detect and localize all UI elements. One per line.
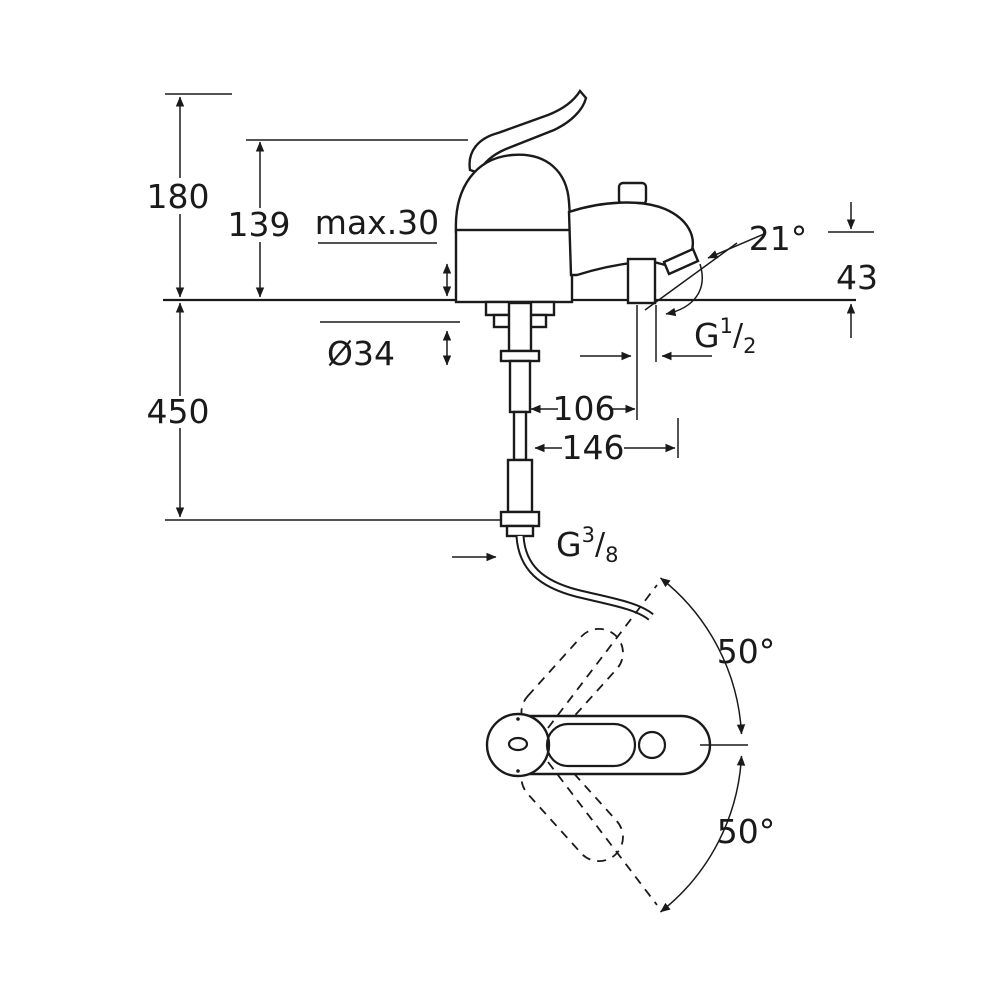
aerator (662, 247, 700, 276)
dimension-lines (175, 96, 856, 562)
dimension-labels: 180 139 max.30 Ø34 450 106 146 21° 43 G1… (147, 177, 879, 567)
diverter-knob (617, 181, 648, 206)
g38-denominator: 8 (605, 543, 618, 567)
brand-badge (507, 736, 529, 752)
g38-numerator: 3 (582, 523, 595, 547)
cartridge-dome (454, 153, 573, 234)
swivel-arc-upper (660, 577, 746, 735)
cap-mark-bottom (516, 769, 520, 773)
pull-direction-arrow (665, 263, 703, 317)
lever-handle (468, 88, 588, 175)
label-hose-length: 450 (147, 392, 210, 431)
label-total-height: 180 (147, 177, 210, 216)
top-view-lever-inner (545, 722, 637, 768)
g38-slash: / (595, 527, 606, 562)
hose-nut (499, 510, 541, 528)
faucet-side-view (454, 88, 703, 317)
angle-reference-line (644, 242, 738, 311)
swivel-arc-lower (660, 755, 746, 913)
label-swivel-down: 50° (717, 812, 776, 851)
shower-hose-connector (626, 257, 657, 305)
hose-middle-section (512, 410, 528, 462)
label-spout-angle: 21° (749, 219, 808, 258)
faucet-top-view: 50° 50° (485, 577, 776, 913)
label-body-height: 139 (228, 205, 291, 244)
label-thread-shower: G1/2 (694, 314, 756, 358)
threaded-shank (507, 301, 533, 353)
label-thread-supply: G3/8 (556, 523, 618, 567)
flex-hose-core (517, 535, 653, 620)
label-spout-reach: 146 (562, 428, 625, 467)
g38-prefix: G (556, 525, 582, 564)
lock-nut (499, 349, 541, 363)
hose-nut-collar (505, 524, 535, 538)
top-view-cap (485, 712, 551, 778)
braided-hose-lower (506, 458, 534, 514)
faucet-body (454, 228, 574, 304)
pivot-line-down (547, 761, 658, 906)
label-swivel-up: 50° (717, 632, 776, 671)
label-shower-offset: 106 (553, 389, 616, 428)
top-view-knob (637, 730, 667, 760)
g12-slash: / (733, 318, 744, 353)
label-hole-dia: Ø34 (327, 334, 395, 373)
braided-hose-upper (508, 359, 532, 414)
label-spout-height: 43 (836, 258, 878, 297)
g12-denominator: 2 (743, 334, 756, 358)
g12-prefix: G (694, 316, 720, 355)
leader-21deg (707, 233, 765, 259)
pivot-line-up (547, 584, 658, 729)
label-deck-max: max.30 (315, 203, 439, 242)
g12-numerator: 1 (720, 314, 733, 338)
cap-mark-top (516, 717, 520, 721)
below-deck-assembly (484, 300, 654, 621)
